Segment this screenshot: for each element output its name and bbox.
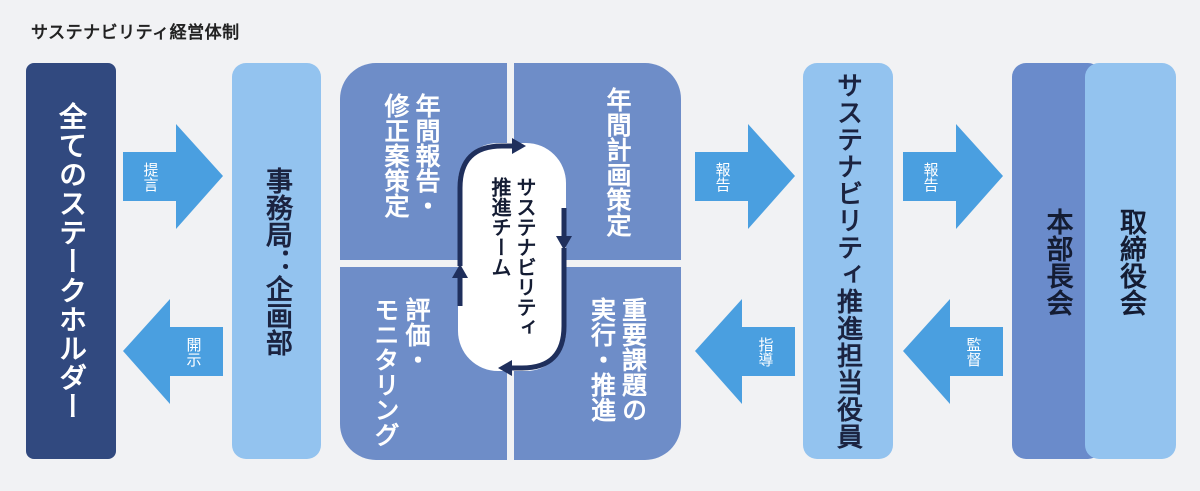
report-arrow-1 (695, 124, 795, 229)
propose-arrow (123, 124, 223, 229)
board-box: 取締役会 (1085, 63, 1176, 459)
quadrant-key-issues-line1: 重要課題の (618, 297, 648, 422)
page-title: サステナビリティ経営体制 (31, 23, 240, 43)
quadrant-evaluation-line2: モニタリング (371, 297, 400, 447)
office-label: 事務局：企画部 (261, 166, 292, 356)
disclose-label: 開示 (184, 336, 203, 367)
guide-arrow (695, 299, 795, 404)
quadrant-evaluation-line1: 評価・ (402, 297, 431, 372)
guide-label: 指導 (756, 336, 775, 367)
sustainability-team: サステナビリティ 推進チーム (458, 143, 566, 371)
disclose-arrow (123, 299, 223, 404)
officer-box: サステナビリティ推進担当役員 (803, 63, 893, 459)
propose-label: 提言 (141, 161, 160, 192)
report-label-2: 報告 (921, 161, 940, 192)
stakeholders-box: 全てのステークホルダー (26, 63, 116, 459)
quadrant-key-issues-line2: 実行・推進 (587, 297, 617, 422)
board-label: 取締役会 (1115, 208, 1146, 316)
quadrant-annual-plan-label: 年間計画策定 (603, 87, 632, 237)
supervise-label: 監督 (964, 336, 983, 367)
sustainability-team-line2: 推進チーム (488, 177, 512, 277)
quadrant-annual-report-line2: 修正案策定 (381, 93, 410, 218)
officer-label: サステナビリティ推進担当役員 (832, 72, 863, 450)
supervise-arrow (903, 299, 1003, 404)
report-arrow-2 (903, 124, 1003, 229)
office-box: 事務局：企画部 (232, 63, 321, 459)
cycle-arrows (452, 138, 572, 376)
hq-meeting-label: 本部長会 (1041, 208, 1073, 316)
quadrant-annual-report-line1: 年間報告・ (412, 93, 441, 218)
sustainability-team-line1: サステナビリティ (513, 177, 537, 337)
report-label-1: 報告 (713, 161, 732, 192)
stakeholders-label: 全てのステークホルダー (55, 101, 88, 421)
